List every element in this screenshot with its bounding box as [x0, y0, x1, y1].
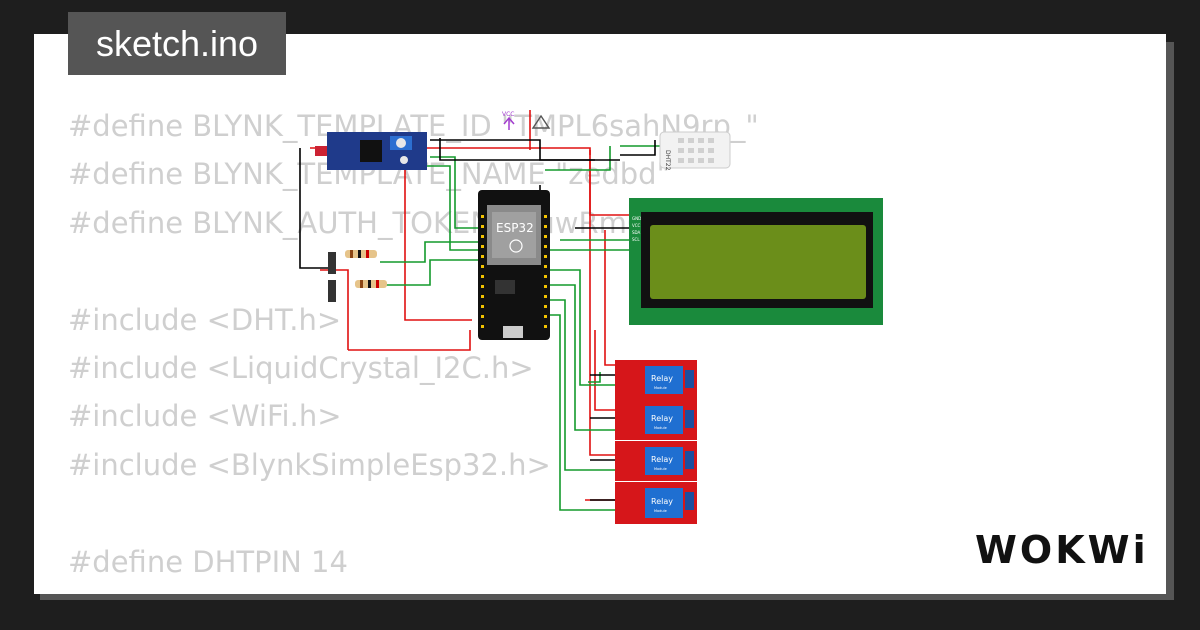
code-line: #include <BlynkSimpleEsp32.h> [68, 447, 551, 482]
circuit-diagram: VCC DHT22 ESP3 [299, 110, 883, 524]
svg-text:ESP32: ESP32 [496, 221, 534, 235]
code-line: #define DHTTYPE DHT22 [68, 586, 834, 594]
relay-module[interactable]: Relay Module [615, 482, 697, 524]
preview-card: #define BLYNK_TEMPLATE_ID "TMPL6sahN9rp_… [34, 34, 1166, 594]
esp32-board[interactable]: ESP32 [478, 190, 550, 340]
resistors [345, 250, 387, 288]
relay-module[interactable]: Relay Module [615, 441, 697, 481]
lcd-pin-label: GND [632, 216, 641, 221]
lcd-pin-label: SCL [632, 237, 640, 242]
file-tab[interactable]: sketch.ino [68, 12, 286, 75]
svg-text:VCC: VCC [502, 111, 514, 118]
svg-text:Relay: Relay [651, 497, 673, 506]
switches[interactable] [328, 252, 336, 302]
code-line: #include <LiquidCrystal_I2C.h> [68, 350, 534, 385]
svg-text:Module: Module [654, 386, 667, 390]
svg-text:Relay: Relay [651, 455, 673, 464]
code-line: #define DHTPIN 14 [68, 544, 348, 579]
svg-text:Relay: Relay [651, 374, 673, 383]
ground-symbol [531, 114, 551, 129]
green-wires [360, 145, 660, 511]
light-sensor-module[interactable] [315, 132, 427, 170]
code-line: #include <DHT.h> [68, 302, 342, 337]
svg-text:Module: Module [654, 426, 667, 430]
lcd-display[interactable]: GND VCC SDA SCL [629, 198, 883, 325]
svg-text:Module: Module [654, 509, 667, 513]
svg-text:Module: Module [654, 467, 667, 471]
relay-module[interactable]: Relay Module [615, 360, 697, 400]
lcd-pin-label: SDA [632, 230, 641, 235]
wokwi-logo: WOKWi [975, 528, 1149, 572]
svg-text:Relay: Relay [651, 414, 673, 423]
vcc-symbol: VCC [502, 111, 515, 130]
lcd-pin-label: VCC [632, 223, 641, 228]
black-wires [299, 138, 656, 501]
code-line: #include <WiFi.h> [68, 399, 342, 434]
code-line: #define BLYNK_TEMPLATE_ID "TMPL6sahN9rp_… [68, 109, 759, 143]
relay-module[interactable]: Relay Module [615, 400, 697, 440]
dht22-sensor[interactable]: DHT22 [659, 131, 731, 171]
svg-text:DHT22: DHT22 [664, 150, 671, 171]
